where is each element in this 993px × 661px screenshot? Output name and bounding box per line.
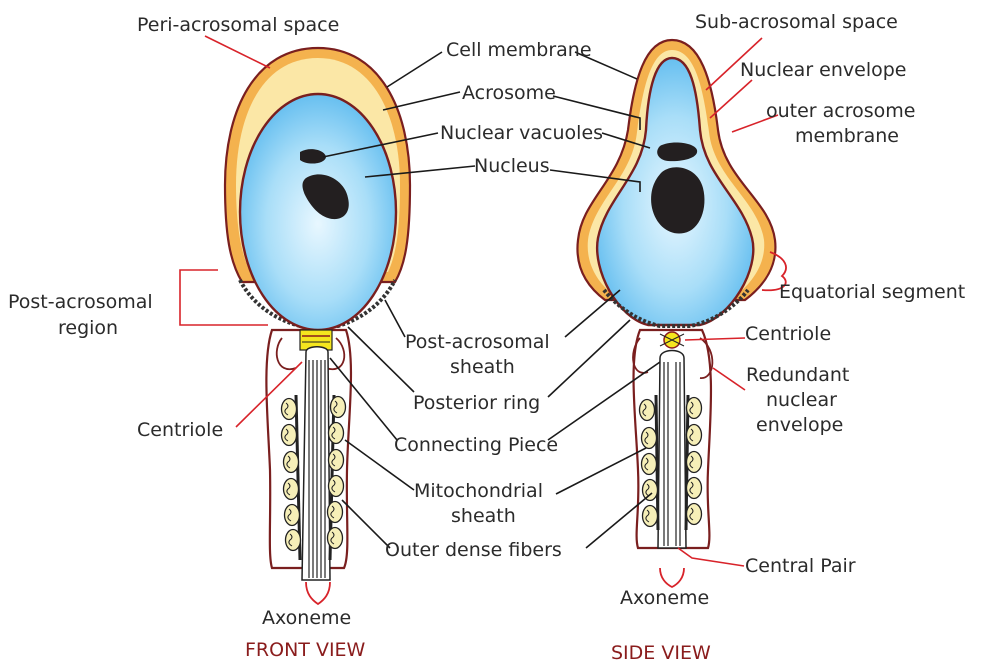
label-post-acrosomal-region-line2: region bbox=[58, 317, 118, 339]
label-peri-acrosomal-space: Peri-acrosomal space bbox=[137, 14, 339, 36]
label-axoneme-side: Axoneme bbox=[620, 587, 709, 609]
label-mitochondrial-sheath-line2: sheath bbox=[451, 505, 516, 527]
label-post-acrosomal-sheath-line2: sheath bbox=[450, 356, 515, 378]
label-redundant-nuclear-envelope-line1: Redundant bbox=[746, 364, 849, 386]
title-front-view: FRONT VIEW bbox=[245, 639, 366, 661]
label-mitochondrial-sheath-line1: Mitochondrial bbox=[414, 480, 543, 502]
title-side-view: SIDE VIEW bbox=[611, 642, 711, 661]
label-centriole-front: Centriole bbox=[137, 419, 223, 441]
front-view-cell bbox=[225, 48, 410, 604]
side-mitochondria-right bbox=[687, 398, 702, 525]
label-post-acrosomal-region-line1: Post-acrosomal bbox=[8, 291, 153, 313]
label-central-pair: Central Pair bbox=[745, 555, 856, 577]
label-equatorial-segment: Equatorial segment bbox=[779, 281, 965, 303]
label-redundant-nuclear-envelope-line3: envelope bbox=[756, 414, 843, 436]
front-axoneme-core bbox=[302, 347, 330, 580]
label-centriole-side: Centriole bbox=[745, 323, 831, 345]
label-posterior-ring: Posterior ring bbox=[413, 392, 540, 414]
label-outer-dense-fibers: Outer dense fibers bbox=[385, 539, 562, 561]
labels: Peri-acrosomal space Cell membrane Acros… bbox=[8, 11, 965, 661]
label-nuclear-vacuoles: Nuclear vacuoles bbox=[440, 122, 603, 144]
label-acrosome: Acrosome bbox=[462, 82, 556, 104]
side-axoneme-core bbox=[658, 351, 686, 549]
label-sub-acrosomal-space: Sub-acrosomal space bbox=[695, 11, 898, 33]
side-view-cell bbox=[577, 40, 786, 587]
label-cell-membrane: Cell membrane bbox=[446, 39, 592, 61]
label-connecting-piece: Connecting Piece bbox=[394, 434, 558, 456]
label-nucleus: Nucleus bbox=[474, 155, 550, 177]
label-axoneme-front: Axoneme bbox=[262, 607, 351, 629]
label-nuclear-envelope: Nuclear envelope bbox=[740, 59, 906, 81]
label-outer-acrosome-membrane-line2: membrane bbox=[795, 125, 899, 147]
label-redundant-nuclear-envelope-line2: nuclear bbox=[766, 389, 837, 411]
label-outer-acrosome-membrane-line1: outer acrosome bbox=[766, 100, 916, 122]
label-post-acrosomal-sheath-line1: Post-acrosomal bbox=[405, 331, 550, 353]
